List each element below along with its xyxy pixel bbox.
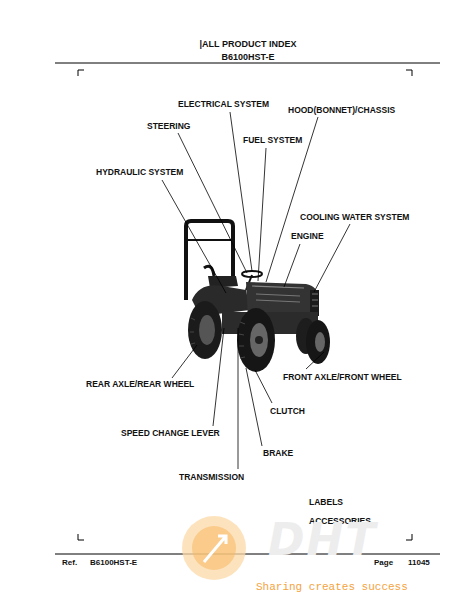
page-title: |ALL PRODUCT INDEX [200, 40, 297, 49]
part-label: HYDRAULIC SYSTEM [96, 168, 183, 177]
ref-label: Ref. [62, 559, 77, 567]
page-number: 11045 [408, 559, 430, 567]
part-label: SPEED CHANGE LEVER [121, 429, 220, 438]
part-label: HOOD(BONNET)/CHASSIS [288, 106, 395, 115]
part-label: CLUTCH [270, 407, 305, 416]
part-label: ENGINE [291, 232, 324, 241]
part-label: COOLING WATER SYSTEM [300, 213, 409, 222]
model-ref: B6100HST-E [90, 559, 137, 567]
part-label: FRONT AXLE/FRONT WHEEL [283, 373, 402, 382]
part-label: FUEL SYSTEM [243, 136, 302, 145]
part-label: LABELS [309, 498, 343, 507]
watermark-slogan: Sharing creates success [256, 582, 408, 593]
model-heading: B6100HST-E [221, 53, 274, 62]
part-label: STEERING [147, 122, 190, 131]
part-label: ELECTRICAL SYSTEM [178, 100, 269, 109]
part-label: BRAKE [263, 449, 293, 458]
part-label: TRANSMISSION [179, 473, 244, 482]
watermark: DHT [268, 518, 377, 562]
part-label: REAR AXLE/REAR WHEEL [86, 380, 194, 389]
